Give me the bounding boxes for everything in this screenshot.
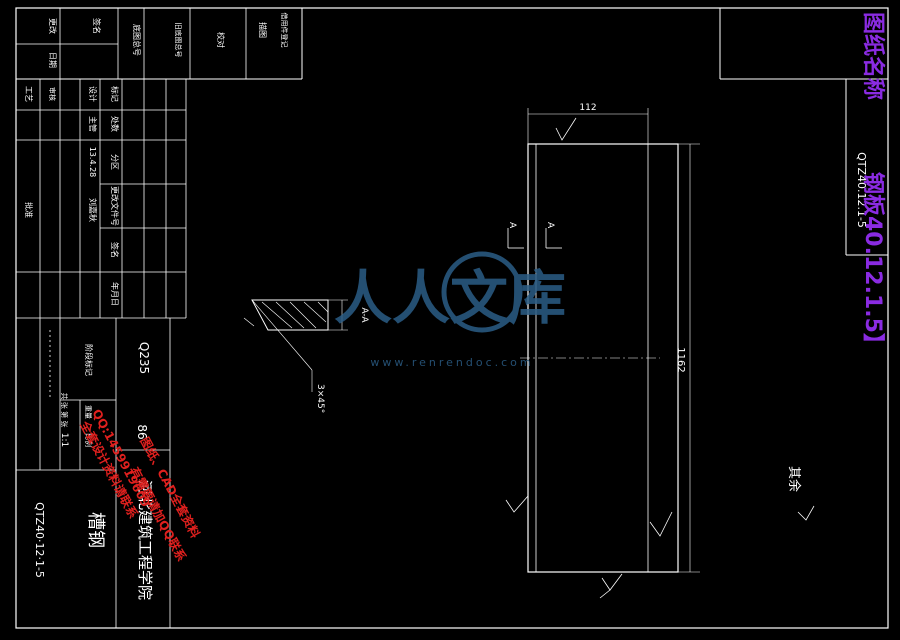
role-review: 审核: [48, 87, 57, 101]
watermark: 人人文库 www.renrendoc.com: [334, 251, 566, 369]
scale-label: 比例: [84, 433, 93, 447]
header-tracing: 描图: [258, 22, 268, 38]
roughness-symbol: [797, 505, 815, 521]
mid-change-doc: 更改文件号: [110, 186, 120, 226]
role-lead: 主管: [88, 116, 98, 132]
design-date: 13.4.28: [88, 147, 97, 178]
scale: 1:1: [59, 433, 69, 447]
mid-mark: 标记: [110, 86, 120, 102]
title-block-grid: [16, 79, 187, 629]
header-check: 校对: [216, 32, 226, 48]
role-process: 工艺: [24, 86, 33, 102]
watermark-text: 人人文库: [334, 264, 566, 332]
stage-label: 阶段标记: [84, 344, 94, 376]
mid-sign: 签名: [110, 242, 120, 258]
dim-top-width: 112: [579, 103, 596, 113]
section-mark-a: A: [507, 222, 517, 229]
header-old-base-number: 旧底图总号: [174, 23, 183, 58]
roughness-note: 其余: [786, 466, 802, 492]
dim-height: 1162: [675, 347, 686, 372]
header-register: 借用件登记: [280, 13, 289, 48]
designer-name: 刘嘉秋: [88, 198, 98, 222]
sheet-info: 共 张 第 张: [60, 393, 69, 428]
section-detail: [243, 299, 348, 392]
part-code: QTZ40·12·1-5: [33, 502, 46, 578]
material: Q235: [137, 342, 151, 374]
section-label: A-A: [359, 307, 369, 323]
mid-count: 处数: [110, 116, 120, 132]
chamfer-label: 3×45°: [315, 384, 325, 413]
section-mark-b: A: [545, 222, 555, 229]
role-design: 设计: [88, 86, 98, 102]
weight: 86: [135, 424, 149, 439]
mid-zone: 分区: [110, 154, 119, 170]
drawing-number-box: [719, 8, 888, 256]
header-block-grid: [16, 8, 247, 79]
part-view: [505, 108, 700, 599]
weight-label: 重量: [84, 405, 92, 419]
header-rows-1: 签名: [92, 18, 102, 34]
drawing-number-side: 钢板40.12.1.5】: [860, 172, 886, 355]
drawing-number-code: QTZ40.12.1-5: [855, 152, 868, 228]
part-name: 槽钢: [85, 512, 106, 548]
approval-label: 批准: [24, 202, 34, 218]
watermark-url: www.renrendoc.com: [370, 356, 533, 369]
header-rows-2: 日期: [48, 52, 57, 68]
mid-date: 年月日: [110, 282, 120, 306]
header-rows-0: 更改: [48, 18, 58, 34]
drawing-number-label: 图纸名称: [860, 12, 886, 100]
company-name: 河北建筑工程学院: [136, 480, 154, 600]
header-base-number: 底图总号: [132, 24, 142, 56]
